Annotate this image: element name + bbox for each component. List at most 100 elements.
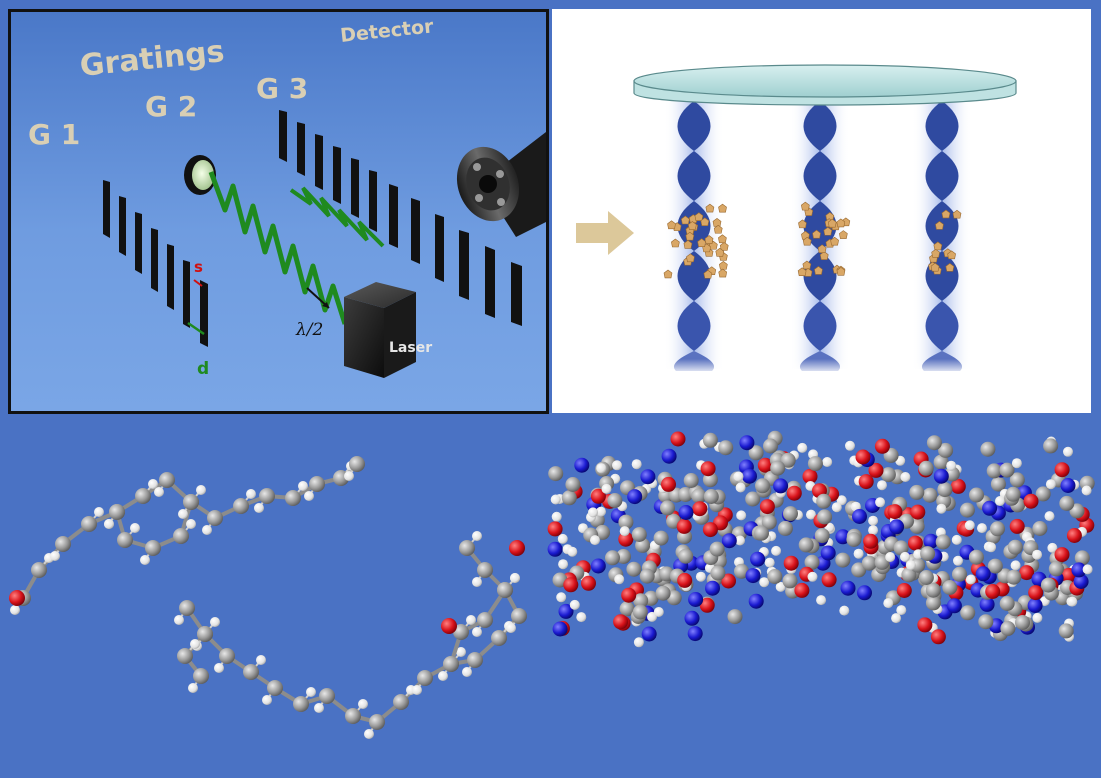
nitrogen-atom (627, 489, 643, 505)
carbon-atom (345, 708, 361, 724)
oxygen-atom (802, 468, 818, 484)
carbon-atom (453, 624, 469, 640)
hydrogen-atom (735, 482, 746, 493)
carbon-atom (285, 490, 301, 506)
nitrogen-atom (547, 541, 563, 557)
hydrogen-atom (202, 525, 212, 535)
particle-cluster (823, 226, 833, 236)
carbon-atom (607, 493, 623, 508)
carbon-atom (1006, 569, 1022, 585)
oxygen-atom (858, 474, 874, 490)
nitrogen-atom (750, 551, 766, 567)
hydrogen-atom (130, 523, 140, 533)
particle-cluster (705, 203, 715, 213)
carbon-atom (709, 541, 725, 557)
hydrogen-atom (735, 535, 745, 546)
oxygen-atom (930, 629, 946, 645)
hydrogen-atom (964, 520, 975, 531)
hydrogen-atom (965, 574, 976, 585)
nitrogen-atom (552, 621, 568, 637)
surface-plate (633, 64, 1017, 106)
particle-cluster (930, 262, 940, 272)
grating-g1 (103, 180, 208, 347)
hydrogen-atom (868, 525, 879, 536)
carbon-atom (761, 514, 777, 530)
particle-cluster (935, 220, 944, 230)
hydrogen-atom (550, 494, 561, 505)
hydrogen-atom (797, 442, 808, 453)
carbon-atom (1043, 438, 1059, 454)
nitrogen-atom (558, 603, 574, 619)
hydrogen-atom (853, 548, 864, 559)
carbon-atom (1035, 486, 1051, 502)
incoming-arrow-icon (576, 211, 634, 255)
hydrogen-atom (883, 598, 894, 609)
hydrogen-atom (1063, 446, 1073, 457)
carbon-atom (978, 614, 994, 630)
hydrogen-atom (556, 592, 567, 603)
gratings-title: Gratings (78, 34, 226, 84)
carbon-atom (807, 456, 823, 472)
carbon-atom (937, 482, 953, 498)
carbon-atom (618, 514, 634, 530)
nitrogen-atom (678, 505, 694, 520)
hydrogen-atom (472, 531, 482, 541)
carbon-atom (763, 438, 778, 454)
particle-cluster (947, 250, 956, 260)
carbon-atom (309, 476, 325, 492)
hydrogen-atom (557, 533, 568, 544)
nitrogen-atom (1060, 478, 1076, 493)
carbon-atom (619, 601, 635, 617)
hydrogen-atom (306, 687, 316, 697)
hydrogen-atom (1082, 564, 1093, 575)
hydrogen-atom (104, 519, 114, 529)
oxygen-atom (907, 535, 923, 551)
oxygen-atom (794, 582, 810, 598)
oxygen-atom (910, 504, 926, 520)
hydrogen-atom (304, 491, 314, 501)
carbon-atom (319, 688, 335, 704)
hydrogen-atom (764, 557, 775, 568)
carbon-atom (639, 568, 655, 584)
nitrogen-atom (742, 468, 757, 484)
carbon-atom (918, 460, 934, 476)
carbon-atom (846, 532, 862, 547)
particle-cluster (681, 215, 690, 225)
hydrogen-atom (953, 555, 963, 566)
particle-cluster (825, 212, 835, 221)
lambda-half-label: λ/2 (295, 320, 323, 340)
carbon-atom (702, 432, 718, 448)
carbon-atom (491, 630, 507, 646)
hydrogen-atom (506, 623, 516, 633)
particle-cluster (798, 219, 807, 229)
hydrogen-atom (196, 485, 206, 495)
hydrogen-atom (896, 605, 907, 616)
carbon-atom (755, 478, 770, 494)
oxygen-atom (855, 449, 871, 465)
carbon-atom (548, 466, 564, 482)
nitrogen-atom (773, 478, 789, 494)
oxygen-atom (896, 583, 912, 598)
carbon-atom (193, 668, 209, 684)
hydrogen-atom (831, 502, 842, 513)
interferometer-diagram: Gratings G 1 G 2 G 3 Detector s d (8, 9, 549, 414)
slit-s-label: s (194, 258, 203, 276)
nitrogen-atom (889, 519, 905, 535)
nitrogen-atom (705, 580, 720, 596)
carbon-atom (678, 548, 694, 564)
particle-cluster (830, 236, 839, 246)
hydrogen-atom (1010, 560, 1021, 571)
carbon-atom (417, 670, 433, 686)
hydrogen-atom (190, 639, 200, 649)
oxygen-atom (1009, 518, 1025, 534)
carbon-atom (1074, 550, 1090, 566)
nitrogen-atom (574, 457, 590, 473)
carbon-atom (816, 493, 832, 509)
particle-cluster (686, 253, 695, 263)
nitrogen-atom (687, 626, 703, 642)
carbon-atom (1007, 539, 1023, 555)
carbon-atom (631, 527, 647, 542)
laser-label: Laser (389, 340, 432, 356)
nitrogen-atom (979, 596, 995, 612)
hydrogen-atom (733, 471, 744, 482)
